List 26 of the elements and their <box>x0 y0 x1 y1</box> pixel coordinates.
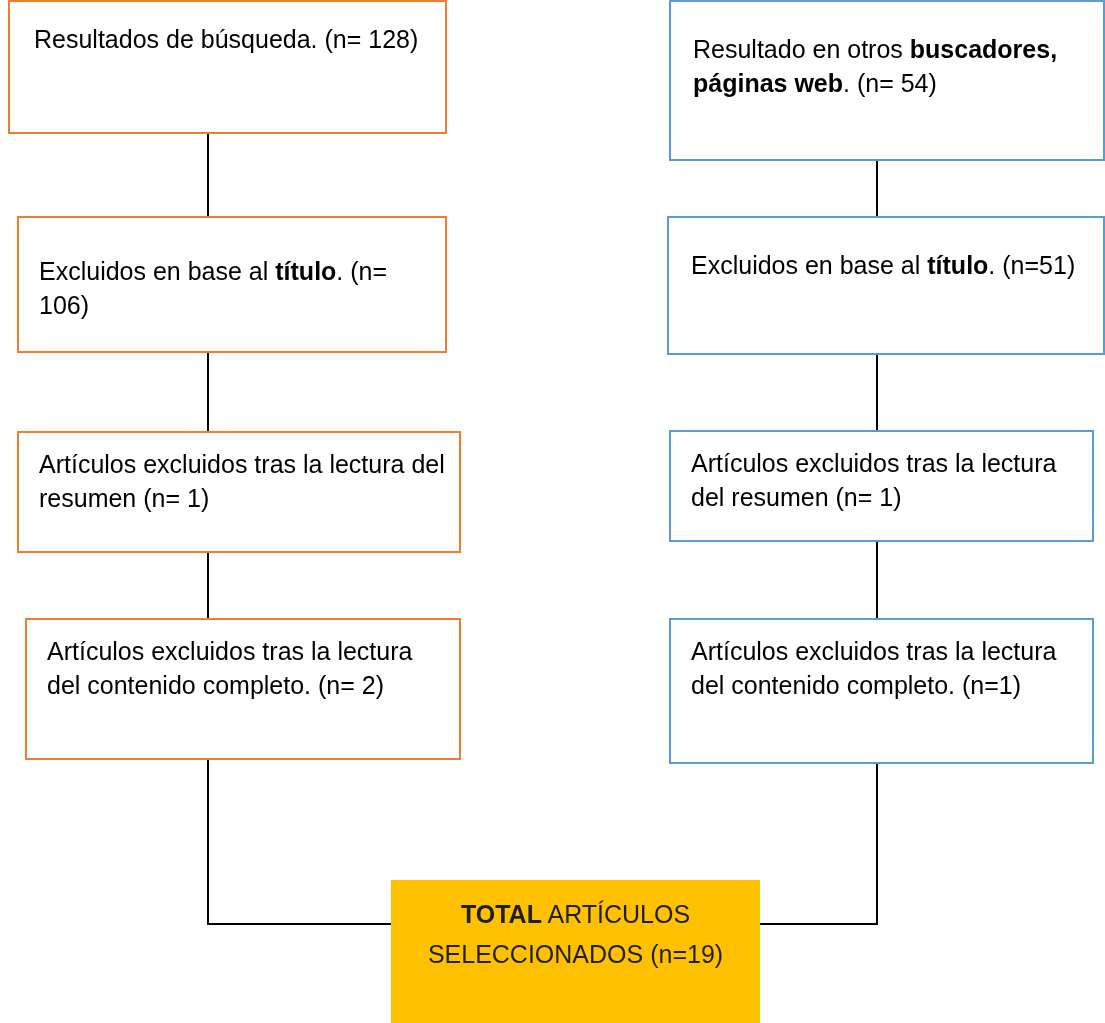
connector-line <box>207 133 209 217</box>
step-box <box>8 0 447 134</box>
step-box <box>669 618 1094 764</box>
step-box <box>25 618 461 760</box>
box-text: TOTAL ARTÍCULOS SELECCIONADOS (n=19) <box>426 899 725 970</box>
box-text: Artículos excluidos tras la lectura del contenido completo. (n=1) <box>691 636 1058 701</box>
step-box <box>669 430 1094 542</box>
connector-line <box>876 160 878 217</box>
step-box <box>667 216 1105 355</box>
total-box <box>391 880 760 1023</box>
connector-line <box>207 552 209 619</box>
connector-line <box>207 759 392 925</box>
step-box <box>17 216 447 353</box>
connector-line <box>876 541 878 619</box>
box-text: Artículos excluidos tras la lectura del resumen (n= 1) <box>39 449 446 514</box>
box-text: Artículos excluidos tras la lectura del contenido completo. (n= 2) <box>47 636 414 701</box>
box-text: Resultados de búsqueda. (n= 128) <box>34 24 420 55</box>
connector-line <box>207 352 209 432</box>
step-box <box>669 0 1105 161</box>
box-text: Artículos excluidos tras la lectura del resumen (n= 1) <box>691 448 1058 513</box>
box-text: Resultado en otros buscadores, páginas web. (n= 54) <box>693 34 1059 99</box>
connector-line <box>759 763 878 925</box>
connector-line <box>876 354 878 431</box>
box-text: Excluidos en base al título. (n= 106) <box>39 256 389 321</box>
step-box <box>17 431 461 553</box>
box-text: Excluidos en base al título. (n=51) <box>691 250 1077 281</box>
